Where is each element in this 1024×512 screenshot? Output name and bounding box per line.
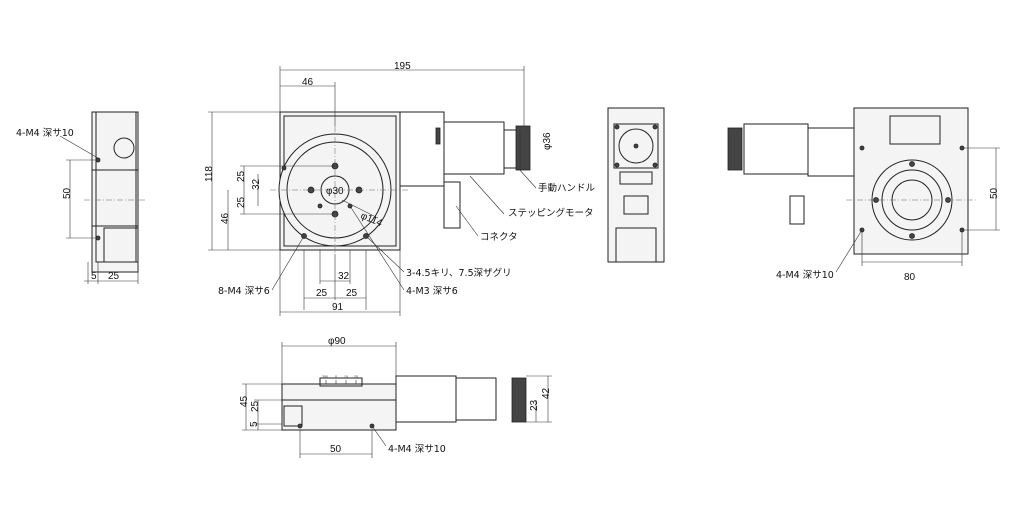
end-body-outline <box>607 107 665 263</box>
label-connector: コネクタ <box>480 232 518 243</box>
right-m4-3 <box>859 145 865 151</box>
leader-handle <box>517 167 537 189</box>
plan-handwheel <box>515 125 531 171</box>
end-hole-4 <box>652 162 658 168</box>
label-drill: 3-4.5キリ、7.5深ザグリ <box>406 267 512 279</box>
end-dsub <box>623 195 649 215</box>
scale-label-0: 350 <box>322 375 328 379</box>
front-table-top <box>319 377 363 387</box>
right-hole-n <box>909 161 915 167</box>
front-dim-23: 23 <box>529 399 540 411</box>
label-m3: 4-M3 深サ6 <box>406 286 458 297</box>
end-base-block <box>615 227 657 263</box>
motor-end-view <box>607 107 665 263</box>
front-handwheel <box>511 377 527 423</box>
right-hole-s <box>909 233 915 239</box>
end-pin-header <box>619 171 653 185</box>
plan-dim-118: 118 <box>204 166 215 182</box>
left-dim-50: 50 <box>62 187 73 199</box>
plan-dim-25-l: 25 <box>316 288 328 299</box>
left-body-outline <box>91 111 139 273</box>
plan-dia114-leader <box>341 199 379 219</box>
front-dim-5: 5 <box>249 421 260 427</box>
base-m4-hole-3 <box>281 165 287 171</box>
left-leader <box>59 135 99 159</box>
front-tap-label: 4-M4 深サ10 <box>388 444 446 455</box>
left-tap-hole-2 <box>95 235 101 241</box>
right-view: 50 80 4-M4 深サ10 <box>727 107 1000 283</box>
left-dim-25: 25 <box>108 271 120 282</box>
right-connector <box>789 195 805 225</box>
plan-motor <box>443 121 505 175</box>
left-tap-label: 4-M4 深サ10 <box>16 128 74 139</box>
front-motor-cap <box>455 377 497 421</box>
front-motor <box>395 375 457 423</box>
label-m4: 8-M4 深サ6 <box>218 286 270 297</box>
right-motor <box>743 123 809 175</box>
scale-label-2: 10 <box>344 375 348 379</box>
right-top-slot <box>889 115 941 145</box>
left-dim-5: 5 <box>91 271 97 282</box>
label-motor: ステッピングモータ <box>508 207 594 219</box>
leader-connector <box>455 205 479 237</box>
end-hole-3 <box>614 162 620 168</box>
left-tap-hole-1 <box>95 157 101 163</box>
plan-dim-46-side: 46 <box>220 212 231 224</box>
plan-dim-25-a: 25 <box>236 170 247 182</box>
end-hole-1 <box>614 124 620 130</box>
plan-slot <box>435 127 441 145</box>
right-leader <box>835 229 863 273</box>
left-side-view: 50 5 25 4-M4 深サ10 <box>16 111 146 284</box>
plan-dim-32-v: 32 <box>251 178 262 190</box>
plan-dim-25-r: 25 <box>346 288 358 299</box>
right-dim-50: 50 <box>989 187 1000 199</box>
scale-label-3: 20 <box>354 375 358 379</box>
end-hole-2 <box>652 124 658 130</box>
right-tap-label: 4-M4 深サ10 <box>776 270 834 281</box>
front-tap-1 <box>297 423 303 429</box>
end-motor-hub <box>618 128 654 164</box>
plan-dim-195: 195 <box>394 61 411 72</box>
end-motor-face <box>613 123 659 169</box>
front-body-outline <box>281 383 397 431</box>
front-dim-45: 45 <box>239 395 250 407</box>
plan-dim-25-b: 25 <box>236 196 247 208</box>
right-handwheel <box>727 127 743 171</box>
end-shaft <box>633 143 639 149</box>
table-m3-hole-1 <box>317 203 323 209</box>
front-leader <box>371 425 387 447</box>
left-lower-block <box>103 227 139 263</box>
plan-gear-housing <box>399 111 445 187</box>
plan-dim-46-top: 46 <box>302 77 314 88</box>
scale-label-1: 0 <box>335 375 337 379</box>
plan-dia-36: φ36 <box>542 132 553 150</box>
right-gear-housing <box>807 127 855 177</box>
plan-dim-91: 91 <box>332 302 344 313</box>
plan-dim-32-h: 32 <box>338 271 350 282</box>
front-dim-50: 50 <box>330 444 342 455</box>
leader-m3 <box>349 205 405 291</box>
leader-motor <box>469 175 505 215</box>
front-side-block <box>283 405 303 427</box>
front-dim-25: 25 <box>250 400 261 412</box>
plan-connector-box <box>443 181 461 229</box>
plan-dia-30: φ30 <box>326 186 344 197</box>
leader-m4 <box>271 235 305 291</box>
right-dim-80: 80 <box>904 272 916 283</box>
top-plan-view: 195 46 118 25 32 25 46 φ30 φ114 φ36 32 2… <box>204 61 596 316</box>
front-dia-90: φ90 <box>328 336 346 347</box>
leader-drill <box>365 235 405 273</box>
left-bore <box>113 137 135 159</box>
label-handle: 手動ハンドル <box>538 182 596 194</box>
front-dim-42: 42 <box>541 387 552 399</box>
front-view: 350 0 10 20 φ90 45 25 5 50 42 23 4-M4 深サ… <box>239 336 552 458</box>
